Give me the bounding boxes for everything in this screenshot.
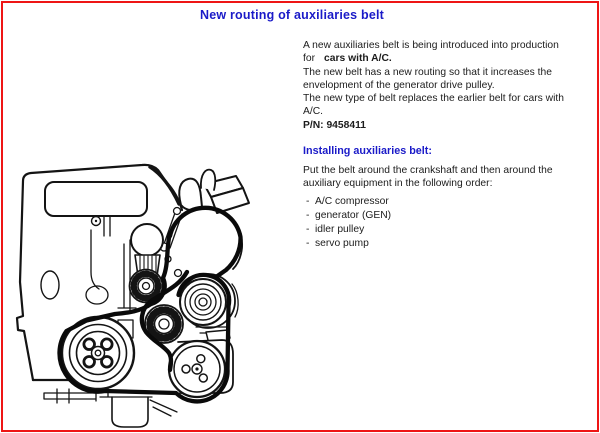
bullet-dash: - [306, 224, 310, 235]
part-number: P/N: 9458411 [303, 119, 366, 131]
generator-pulley [173, 268, 239, 334]
list-item: -servo pump [306, 238, 369, 249]
intro-line: The new type of belt replaces the earlie… [303, 93, 564, 105]
intro-line: A new auxiliaries belt is being introduc… [303, 40, 559, 51]
list-item: -A/C compressor [306, 196, 389, 207]
intro-line: The new belt has a new routing so that i… [303, 66, 552, 78]
drive-belt [57, 205, 243, 404]
install-paragraph: Put the belt around the crankshaft and t… [303, 165, 553, 190]
engine-block-outline [15, 163, 184, 382]
idler-pulley [144, 304, 184, 344]
intro-line: A/C. [303, 106, 324, 118]
intro-paragraph: A new auxiliaries belt is being introduc… [303, 39, 597, 132]
bullet-dash: - [306, 238, 310, 249]
intro-line: envelopment of the generator drive pulle… [303, 79, 495, 91]
crankshaft-pulley [60, 315, 136, 391]
ac-compressor-pulley [167, 329, 234, 399]
list-item: -idler pulley [306, 224, 365, 235]
bullet-dash: - [306, 210, 310, 221]
page-title: New routing of auxiliaries belt [200, 8, 385, 22]
bullet-dash: - [306, 196, 310, 207]
bold-phrase: cars with A/C. [324, 53, 392, 65]
belt-tensioner [128, 223, 164, 304]
equipment-list: -A/C compressor -generator (GEN) -idler … [306, 195, 391, 251]
section-heading: Installing auxiliaries belt: [303, 145, 432, 157]
list-item: -generator (GEN) [306, 210, 392, 221]
servo-pump-bracket [159, 168, 250, 270]
engine-front-belt-diagram [15, 163, 250, 428]
